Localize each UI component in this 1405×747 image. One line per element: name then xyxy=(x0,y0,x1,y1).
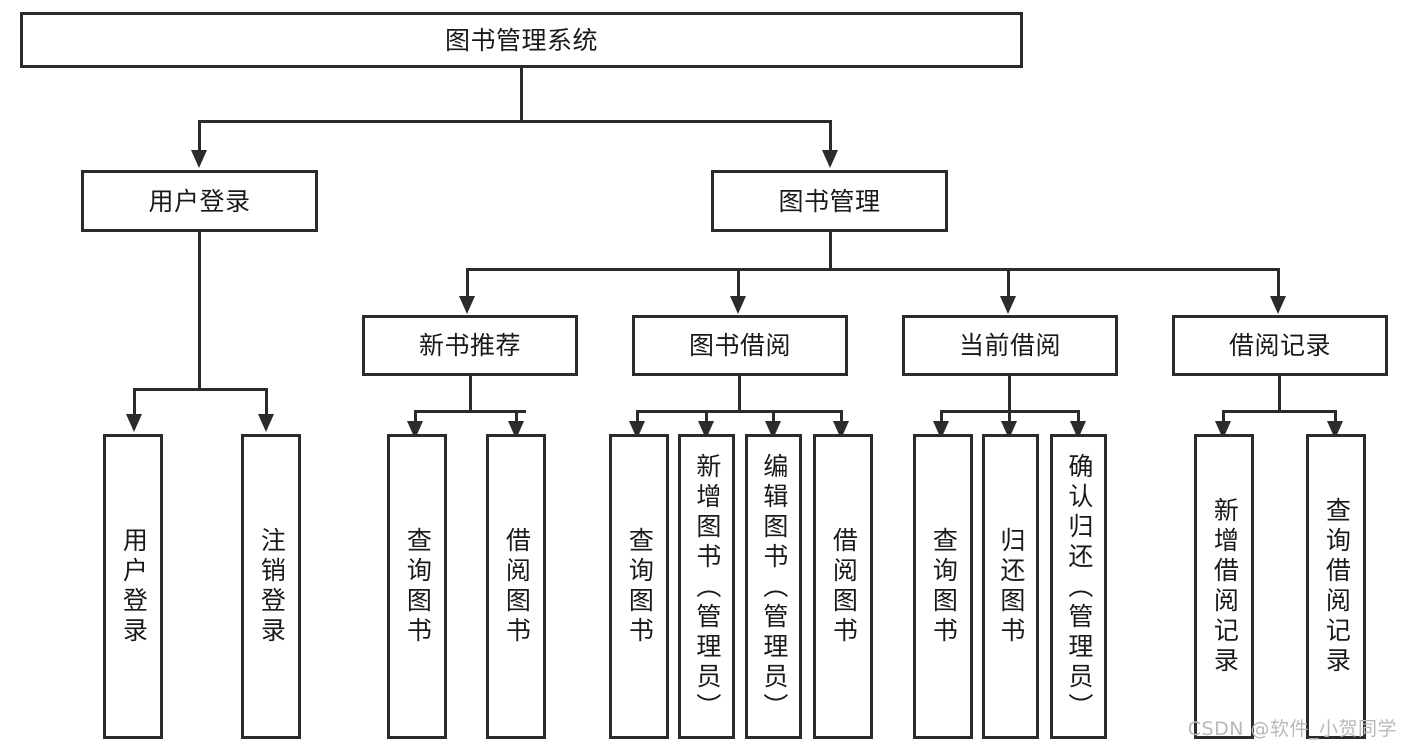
connector-stem-br xyxy=(1278,376,1281,412)
leaf-cb-confirm-return-admin[interactable]: 确认归还（管理员） xyxy=(1050,434,1107,739)
connector-bus-level3 xyxy=(466,268,1280,271)
connector-root-stem xyxy=(520,68,523,120)
connector-drop-ul-leaf-1 xyxy=(133,388,136,416)
node-label: 当前借阅 xyxy=(958,331,1061,360)
leaf-user-login-login[interactable]: 用户登录 xyxy=(103,434,163,739)
node-label: 归还图书 xyxy=(996,526,1026,647)
connector-drop-bb-4 xyxy=(840,410,843,424)
connector-drop-cb-3 xyxy=(1077,410,1080,424)
node-label: 借阅图书 xyxy=(502,526,532,647)
connector-bus-level1 xyxy=(198,120,832,123)
node-label: 新增借阅记录 xyxy=(1210,496,1240,677)
node-user-login[interactable]: 用户登录 xyxy=(81,170,318,232)
connector-bus-nbr xyxy=(414,410,526,413)
connector-drop-bb-2 xyxy=(705,410,708,424)
node-label: 编辑图书（管理员） xyxy=(759,452,789,723)
connector-bus-br xyxy=(1222,410,1337,413)
connector-stem-bb xyxy=(738,376,741,412)
connector-drop-nbr-1 xyxy=(414,410,417,424)
connector-drop-br-1 xyxy=(1222,410,1225,424)
node-label: 借阅图书 xyxy=(829,526,859,647)
connector-drop-cb-1 xyxy=(940,410,943,424)
node-label: 借阅记录 xyxy=(1228,331,1331,360)
leaf-nbr-query-book[interactable]: 查询图书 xyxy=(387,434,447,739)
leaf-cb-query-book[interactable]: 查询图书 xyxy=(913,434,973,739)
leaf-bb-borrow-book[interactable]: 借阅图书 xyxy=(813,434,873,739)
node-label: 用户登录 xyxy=(119,526,149,647)
node-label: 确认归还（管理员） xyxy=(1064,452,1094,723)
node-label: 图书管理系统 xyxy=(444,25,598,55)
arrow-current-borrow xyxy=(1000,296,1016,314)
connector-drop-ul-leaf-2 xyxy=(265,388,268,416)
connector-drop-borrow-record xyxy=(1277,268,1280,298)
connector-drop-cb-2 xyxy=(1008,410,1011,424)
arrow-new-book-recommend xyxy=(459,296,475,314)
arrow-borrow-record xyxy=(1270,296,1286,314)
node-label: 注销登录 xyxy=(257,526,287,647)
node-label: 查询借阅记录 xyxy=(1322,496,1352,677)
arrow-ul-leaf-2 xyxy=(258,414,274,432)
connector-stem-cb xyxy=(1008,376,1011,412)
node-label: 查询图书 xyxy=(929,526,959,647)
leaf-bb-add-book-admin[interactable]: 新增图书（管理员） xyxy=(678,434,735,739)
connector-drop-book-borrow xyxy=(737,268,740,298)
connector-drop-br-2 xyxy=(1334,410,1337,424)
arrow-book-management xyxy=(822,150,838,168)
leaf-bb-query-book[interactable]: 查询图书 xyxy=(609,434,669,739)
connector-stem-user-login xyxy=(198,232,201,390)
arrow-user-login xyxy=(191,150,207,168)
node-label: 新书推荐 xyxy=(418,331,521,360)
connector-drop-current-borrow xyxy=(1007,268,1010,298)
connector-stem-book-management xyxy=(829,232,832,270)
leaf-br-add-record[interactable]: 新增借阅记录 xyxy=(1194,434,1254,739)
node-label: 用户登录 xyxy=(148,186,251,216)
node-label: 新增图书（管理员） xyxy=(692,452,722,723)
node-label: 查询图书 xyxy=(403,526,433,647)
watermark-text: CSDN @软件_小贺同学 xyxy=(1187,718,1397,740)
node-borrow-record[interactable]: 借阅记录 xyxy=(1172,315,1388,376)
node-root-book-management-system[interactable]: 图书管理系统 xyxy=(20,12,1023,68)
node-label: 图书管理 xyxy=(778,186,881,216)
connector-drop-nbr-2 xyxy=(515,410,518,424)
connector-drop-new-book xyxy=(466,268,469,298)
connector-stem-nbr xyxy=(469,376,472,412)
node-current-borrow[interactable]: 当前借阅 xyxy=(902,315,1118,376)
node-new-book-recommend[interactable]: 新书推荐 xyxy=(362,315,578,376)
node-book-management[interactable]: 图书管理 xyxy=(711,170,948,232)
leaf-cb-return-book[interactable]: 归还图书 xyxy=(982,434,1039,739)
connector-drop-bb-1 xyxy=(636,410,639,424)
arrow-book-borrow xyxy=(730,296,746,314)
leaf-user-login-logout[interactable]: 注销登录 xyxy=(241,434,301,739)
arrow-ul-leaf-1 xyxy=(126,414,142,432)
leaf-br-query-record[interactable]: 查询借阅记录 xyxy=(1306,434,1366,739)
leaf-bb-edit-book-admin[interactable]: 编辑图书（管理员） xyxy=(745,434,802,739)
connector-drop-bb-3 xyxy=(772,410,775,424)
leaf-nbr-borrow-book[interactable]: 借阅图书 xyxy=(486,434,546,739)
connector-bus-bb xyxy=(636,410,843,413)
connector-drop-user-login xyxy=(198,120,201,152)
node-label: 图书借阅 xyxy=(688,331,791,360)
node-label: 查询图书 xyxy=(625,526,655,647)
connector-drop-book-management xyxy=(829,120,832,152)
node-book-borrow[interactable]: 图书借阅 xyxy=(632,315,848,376)
connector-bus-user-login xyxy=(133,388,265,391)
